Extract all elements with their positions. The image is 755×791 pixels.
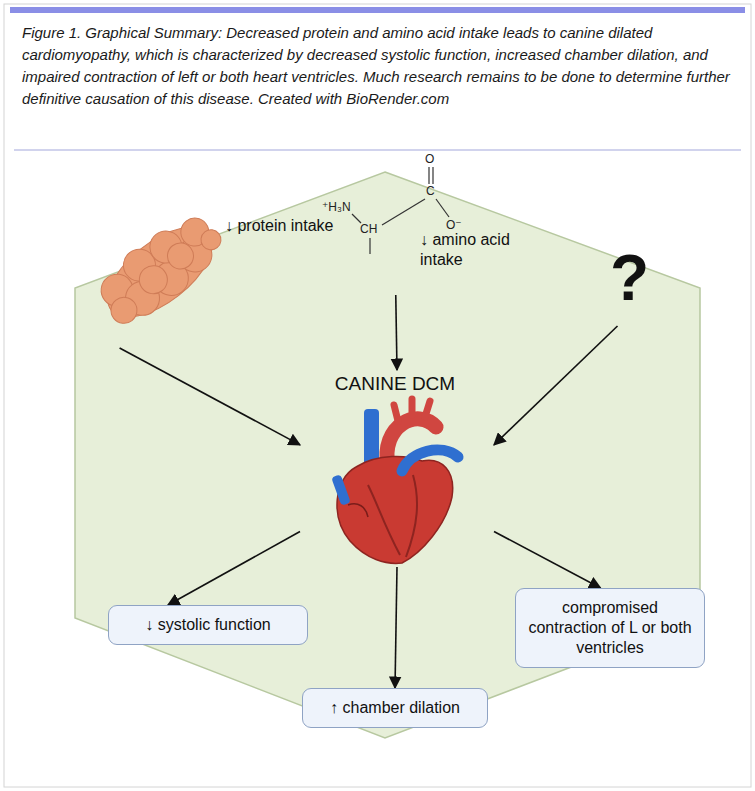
molecule-atom: O — [425, 152, 434, 166]
unknown-factor: ? — [600, 238, 670, 326]
heart-illustration — [331, 399, 458, 563]
node-text: ↓ amino acid intake — [420, 230, 530, 270]
molecule-atom: O⁻ — [446, 218, 462, 232]
divider-line — [14, 149, 741, 150]
arrow-connector — [494, 326, 618, 445]
box-text: ↑ chamber dilation — [313, 698, 477, 718]
arrow-connector — [395, 567, 397, 688]
node-text: CANINE DCM — [300, 372, 490, 396]
box-text: compromised contraction of L or both ven… — [526, 598, 694, 658]
arrow-connector — [168, 532, 300, 605]
protein-blob — [88, 202, 234, 336]
figure-frame — [4, 4, 751, 787]
outcome-box: compromised contraction of L or both ven… — [515, 588, 705, 668]
outcome-box: ↓ systolic function — [108, 605, 308, 645]
molecule-atom: ⁺H₃N — [322, 200, 351, 214]
disease-label: CANINE DCM — [300, 370, 494, 567]
molecule-atom: CH — [360, 222, 377, 236]
hexagon-ground — [75, 172, 700, 738]
outcome-box: ↑ chamber dilation — [302, 688, 488, 728]
arrow-connector — [396, 295, 397, 370]
arrow-connector — [120, 348, 300, 445]
input-factor: ↓ amino acid intake — [318, 145, 534, 295]
node-text: ↓ protein intake — [225, 216, 340, 236]
input-factor: ↓ protein intake — [100, 198, 345, 348]
box-text: ↓ systolic function — [119, 615, 297, 635]
top-bar — [10, 7, 745, 13]
arrow-connector — [494, 532, 601, 588]
figure-caption: Figure 1. Graphical Summary: Decreased p… — [22, 22, 734, 110]
node-text: ? — [610, 238, 665, 318]
molecule-atom: C — [426, 184, 435, 198]
